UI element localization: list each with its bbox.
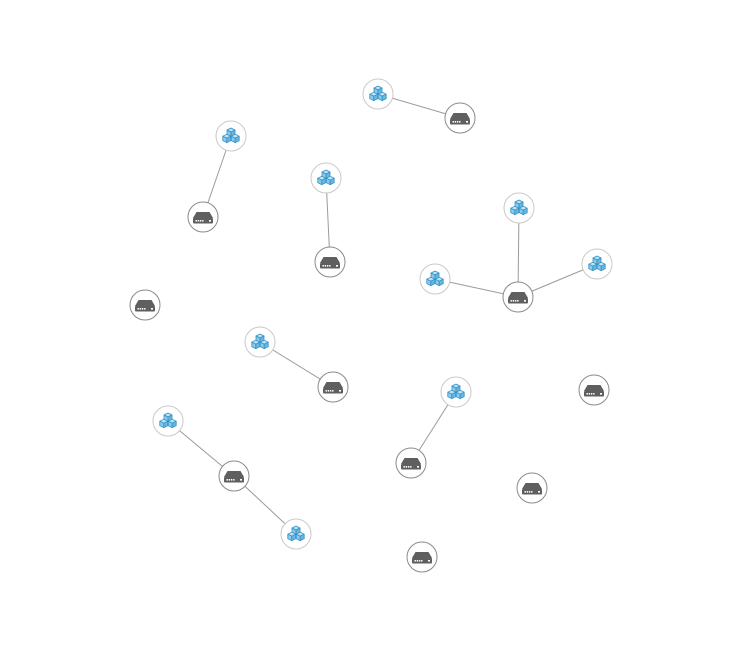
- server-node-srv-6[interactable]: [317, 371, 349, 403]
- server-node-srv-5[interactable]: [129, 289, 161, 321]
- server-icon: [450, 113, 470, 125]
- pod-node-pod-3[interactable]: [310, 162, 342, 194]
- pod-node-pod-7[interactable]: [244, 326, 276, 358]
- pod-node-pod-10[interactable]: [280, 518, 312, 550]
- server-node-srv-4[interactable]: [502, 281, 534, 313]
- pod-node-pod-8[interactable]: [440, 376, 472, 408]
- pod-node-pod-4[interactable]: [503, 192, 535, 224]
- server-icon: [320, 257, 340, 269]
- server-icon: [224, 471, 244, 483]
- server-icon: [508, 292, 528, 304]
- pod-node-pod-6[interactable]: [419, 263, 451, 295]
- server-icon: [522, 483, 542, 495]
- pod-node-pod-9[interactable]: [152, 405, 184, 437]
- server-node-srv-9[interactable]: [218, 460, 250, 492]
- server-icon: [135, 300, 155, 312]
- nodes-layer: [129, 78, 613, 573]
- server-node-srv-11[interactable]: [406, 541, 438, 573]
- pod-node-pod-5[interactable]: [581, 248, 613, 280]
- server-icon: [584, 385, 604, 397]
- pod-node-pod-1[interactable]: [362, 78, 394, 110]
- server-icon: [323, 382, 343, 394]
- server-node-srv-8[interactable]: [395, 447, 427, 479]
- server-node-srv-2[interactable]: [187, 201, 219, 233]
- server-icon: [412, 552, 432, 564]
- server-node-srv-7[interactable]: [578, 374, 610, 406]
- pod-node-pod-2[interactable]: [215, 120, 247, 152]
- server-node-srv-1[interactable]: [444, 102, 476, 134]
- server-icon: [401, 458, 421, 470]
- server-node-srv-10[interactable]: [516, 472, 548, 504]
- server-icon: [193, 212, 213, 224]
- server-node-srv-3[interactable]: [314, 246, 346, 278]
